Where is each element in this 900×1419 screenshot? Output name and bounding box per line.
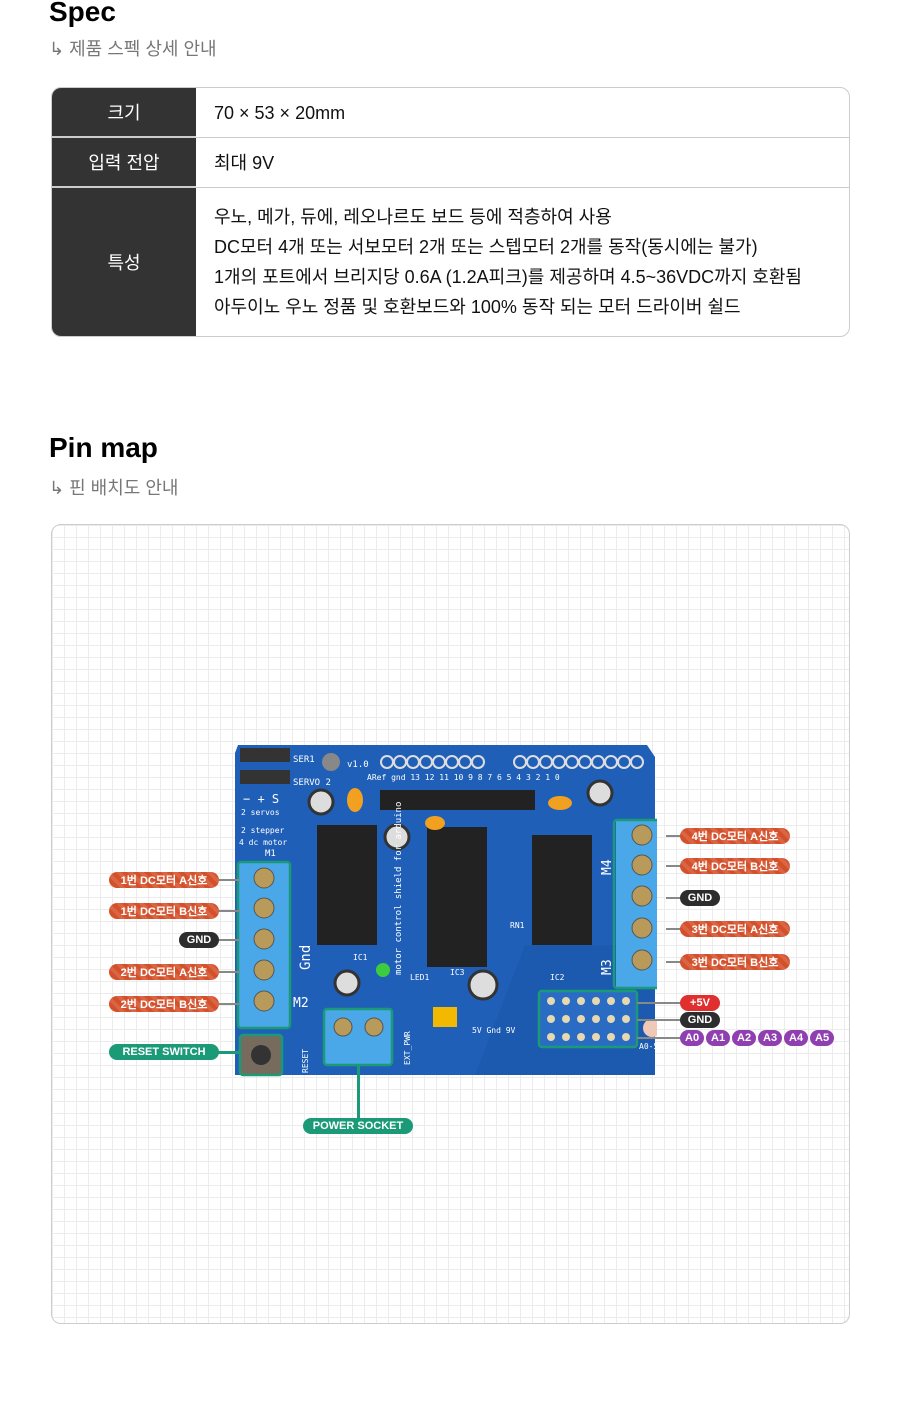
svg-text:2 servos: 2 servos [241,808,280,817]
motor-shield-board: SER1 SERVO 2 v1.0 ARef gnd 13 12 11 10 9… [235,745,657,1077]
label-a1: A1 [706,1030,731,1046]
svg-text:2 stepper: 2 stepper [241,826,285,835]
spec-value: 우노, 메가, 듀에, 레오나르도 보드 등에 적층하여 사용 [214,207,612,227]
label-gnd-left: GND [179,932,219,948]
label-m3-a: 3번 DC모터 A신호 [680,921,790,937]
spec-value: 아두이노 우노 정품 및 호환보드와 100% 동작 되는 모터 드라이버 쉴드 [214,297,741,317]
svg-text:4 dc motor: 4 dc motor [239,838,287,847]
board-m3: M3 [600,959,615,975]
board-m2: M2 [293,996,309,1011]
spec-table: 크기 70 × 53 × 20mm 입력 전압 최대 9V 특성 우노, 메가,… [51,87,850,337]
label-gnd-power: GND [680,1012,720,1028]
board-m4: M4 [600,859,615,875]
spec-value: 1개의 포트에서 브리지당 0.6A (1.2A피크)를 제공하며 4.5~36… [214,267,802,287]
spec-label: 크기 [52,88,196,137]
board-ic3: IC3 [450,968,465,977]
label-m2-b: 2번 DC모터 B신호 [109,996,219,1012]
board-pins: ARef gnd 13 12 11 10 9 8 7 6 5 4 3 2 1 0 [367,773,560,782]
board-version: v1.0 [347,760,369,770]
spec-row-size: 크기 70 × 53 × 20mm [52,88,849,138]
label-m4-b: 4번 DC모터 B신호 [680,858,790,874]
board-a05: A0-5 [639,1042,657,1051]
board-five: 5V Gnd 9V [472,1026,516,1035]
label-a4: A4 [784,1030,809,1046]
label-a0: A0 [680,1030,705,1046]
board-led1: LED1 [410,973,429,982]
board-servo2: SERVO 2 [293,778,331,788]
spec-row-features: 특성 우노, 메가, 듀에, 레오나르도 보드 등에 적층하여 사용 DC모터 … [52,188,849,336]
spec-label: 특성 [52,188,196,336]
label-a3: A3 [758,1030,783,1046]
spec-row-voltage: 입력 전압 최대 9V [52,138,849,188]
spec-value: 70 × 53 × 20mm [214,102,346,123]
pinmap-subtitle: ↳ 핀 배치도 안내 [49,478,179,498]
board-ic1: IC1 [353,953,368,962]
label-gnd-right: GND [680,890,720,906]
board-gnd: Gnd [298,945,314,970]
label-reset-switch: RESET SWITCH [109,1044,219,1060]
label-m1-a: 1번 DC모터 A신호 [109,872,219,888]
label-5v: +5V [680,995,720,1011]
label-a5: A5 [810,1030,835,1046]
board-rn1: RN1 [510,921,525,930]
label-power-socket: POWER SOCKET [303,1118,413,1134]
board-ser1: SER1 [293,755,315,765]
board-ic2: IC2 [550,973,565,982]
label-m3-b: 3번 DC모터 B신호 [680,954,790,970]
board-shield: motor control shield for arduino [394,802,404,975]
board-ext: EXT_PWR [403,1031,412,1065]
spec-title: Spec [49,0,116,27]
label-m2-a: 2번 DC모터 A신호 [109,964,219,980]
label-m1-b: 1번 DC모터 B신호 [109,903,219,919]
pinmap-title: Pin map [49,432,158,463]
spec-label: 입력 전압 [52,138,196,187]
label-a2: A2 [732,1030,757,1046]
spec-value: DC모터 4개 또는 서보모터 2개 또는 스텝모터 2개를 동작(동시에는 불… [214,237,758,257]
board-m1: M1 [265,849,276,859]
board-pm: − + S [243,792,279,806]
board-reset: RESET [301,1049,310,1073]
spec-value: 최대 9V [214,152,275,173]
label-m4-a: 4번 DC모터 A신호 [680,828,790,844]
spec-subtitle: ↳ 제품 스펙 상세 안내 [49,39,217,59]
